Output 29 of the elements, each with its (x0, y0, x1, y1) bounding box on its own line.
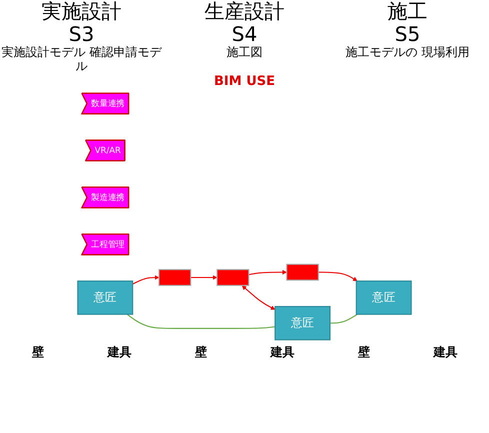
arrow (132, 274, 160, 284)
section-heading: BIM USE (214, 74, 275, 89)
node-box (158, 268, 192, 286)
node-box: 意匠 (356, 280, 412, 314)
node-box: 意匠 (274, 306, 331, 340)
phase-heading: 実施設計 (40, 0, 122, 23)
data-label: 建具 (433, 344, 458, 361)
node-box: 意匠 (77, 280, 134, 314)
stage-code: S3 (68, 23, 96, 46)
connector (126, 313, 276, 329)
node-box (216, 268, 250, 286)
stage-code: S4 (230, 23, 258, 46)
data-label: 壁 (194, 344, 207, 361)
arrow (248, 270, 287, 275)
phase-note: 施工モデルの 現場利用 (344, 46, 470, 60)
connector (330, 313, 358, 324)
phase-note: 施工図 (226, 46, 264, 60)
phase-note: 実施設計モデル 確認申請モデル (0, 46, 163, 74)
data-label: 壁 (32, 344, 44, 361)
phase-heading: 施工 (386, 0, 428, 23)
data-label: 建具 (270, 344, 294, 361)
data-label: 建具 (107, 344, 132, 361)
arrow (318, 271, 358, 281)
arrow (242, 284, 276, 310)
stage-code: S5 (394, 23, 422, 46)
arrow (190, 274, 218, 280)
data-label: 壁 (358, 344, 370, 361)
node-box (286, 263, 319, 280)
phase-heading: 生産設計 (204, 0, 286, 23)
